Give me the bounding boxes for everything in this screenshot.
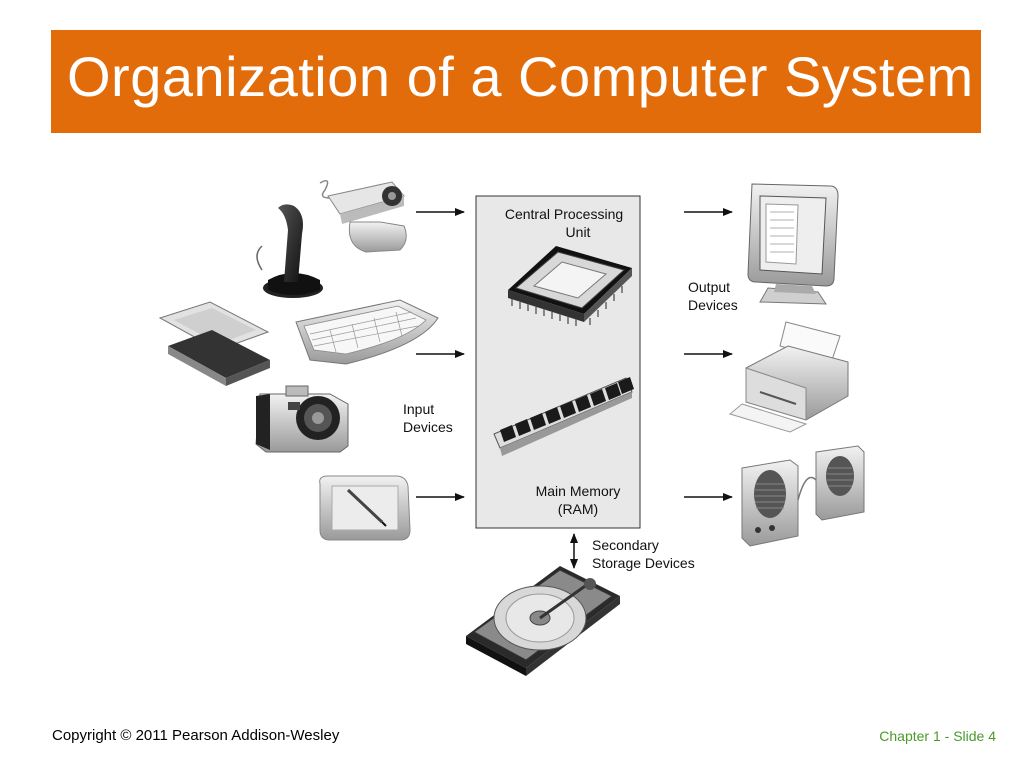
output-label-line2: Devices <box>688 297 738 313</box>
storage-label-line2: Storage Devices <box>592 555 695 571</box>
ram-module-icon <box>493 377 634 456</box>
storage-label-line1: Secondary <box>592 537 659 553</box>
printer-icon <box>728 321 849 433</box>
monitor-icon <box>747 183 839 305</box>
cpu-memory-box <box>475 195 641 529</box>
slide-title: Organization of a Computer System <box>67 45 974 108</box>
cpu-chip-icon <box>508 246 632 326</box>
drawing-tablet-icon <box>319 475 411 541</box>
keyboard-icon <box>295 299 439 365</box>
scanner-icon <box>158 301 270 386</box>
title-bar: Organization of a Computer System <box>51 30 981 133</box>
speakers-icon <box>741 445 865 547</box>
slide-number-footer: Chapter 1 - Slide 4 <box>879 728 996 744</box>
cpu-label-line2: Unit <box>566 224 591 240</box>
webcam-icon <box>319 179 407 253</box>
input-label-line2: Devices <box>403 419 453 435</box>
hard-disk-icon <box>466 566 620 676</box>
input-label-line1: Input <box>403 401 434 417</box>
joystick-icon <box>256 204 323 298</box>
digital-camera-icon <box>255 385 349 453</box>
copyright-footer: Copyright © 2011 Pearson Addison-Wesley <box>52 727 340 744</box>
memory-label-line1: Main Memory <box>536 483 621 499</box>
output-label-line1: Output <box>688 279 730 295</box>
cpu-label-line1: Central Processing <box>505 206 623 222</box>
memory-label-line2: (RAM) <box>558 501 598 517</box>
